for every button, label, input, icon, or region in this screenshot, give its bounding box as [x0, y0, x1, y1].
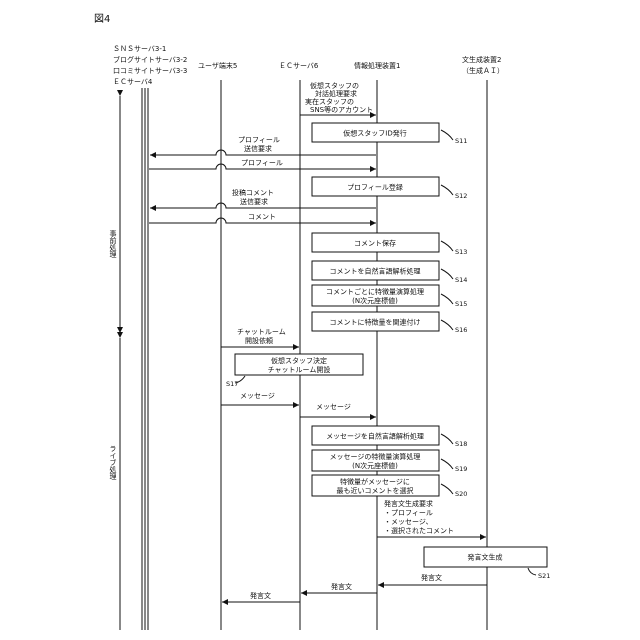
process-s21-text: 発言文生成: [468, 553, 503, 562]
msg-gen-req-4: ・選択されたコメント: [384, 526, 454, 535]
msg-chat-open-2: 開設依頼: [245, 336, 273, 345]
header-review-server: 口コミサイトサーバ3-3: [113, 67, 187, 75]
step-s19-leader: [441, 459, 453, 469]
figure-label: 図4: [94, 13, 110, 25]
msg-comment-req-1: 投稿コメント: [232, 188, 274, 197]
msg-message-user: メッセージ: [240, 392, 275, 400]
step-s12-leader: [441, 185, 453, 195]
process-s20-text-1: 特徴量がメッセージに: [340, 477, 410, 486]
process-s15-text-1: コメントごとに特徴量演算処理: [326, 287, 424, 296]
header-ec-server-4: ＥＣサーバ4: [113, 78, 153, 86]
process-s12-text: プロフィール登録: [347, 183, 403, 192]
step-s16-label: S16: [455, 326, 467, 334]
msg-utter-info: 発言文: [331, 582, 352, 591]
step-s16-leader: [441, 320, 453, 330]
process-s15-text-2: (N次元座標値): [352, 296, 398, 305]
process-s19-text-1: メッセージの特徴量演算処理: [330, 452, 421, 461]
msg-virtual-staff-req-4: SNS等のアカウント: [310, 105, 373, 114]
phase-pre-label: 事前処理: [109, 229, 117, 258]
msg-gen-req-3: ・メッセージ、: [384, 518, 433, 526]
msg-gen-req-2: ・プロフィール: [384, 509, 433, 517]
process-s18-text: メッセージを自然言語解析処理: [326, 432, 424, 441]
step-s13-leader: [441, 241, 453, 251]
header-sns-group: ＳＮＳサーバ3-1 ブログサイトサーバ3-2 口コミサイトサーバ3-3 ＥＣサー…: [113, 45, 187, 86]
step-s15-leader: [441, 294, 453, 304]
process-s17-text-1: 仮想スタッフ決定: [271, 356, 327, 365]
process-s14-text: コメントを自然言語解析処理: [330, 267, 421, 276]
header-gen-device: 文生成装置2: [462, 55, 501, 64]
step-s14-label: S14: [455, 276, 467, 284]
msg-profile-req-2: 送信要求: [244, 144, 272, 153]
step-s21-leader: [528, 568, 536, 575]
process-s20-text-2: 最も近いコメントを選択: [337, 486, 414, 495]
step-s18-leader: [441, 434, 453, 444]
header-ec-server-6: ＥＣサーバ6: [279, 62, 319, 70]
msg-message-ec: メッセージ: [316, 403, 351, 411]
msg-utter-gen: 発言文: [421, 573, 442, 582]
msg-virtual-staff-req-3: 実在スタッフの: [305, 97, 354, 106]
header-blog-server: ブログサイトサーバ3-2: [113, 55, 187, 64]
step-s11-label: S11: [455, 137, 467, 145]
step-s14-leader: [441, 269, 453, 279]
step-s15-label: S15: [455, 300, 467, 308]
step-s21-label: S21: [538, 572, 550, 580]
step-s20-label: S20: [455, 490, 467, 498]
step-s11-leader: [441, 130, 453, 140]
msg-virtual-staff-req-1: 仮想スタッフの: [310, 81, 359, 90]
header-sns-server: ＳＮＳサーバ3-1: [113, 45, 166, 53]
msg-gen-req-1: 発言文生成要求: [384, 499, 433, 508]
process-s16-text: コメントに特徴量を関連付け: [330, 318, 421, 327]
header-gen-ai: （生成ＡＩ）: [462, 66, 504, 75]
phase-live-label: ライブ処理: [109, 445, 117, 480]
step-s12-label: S12: [455, 192, 467, 200]
msg-comment-req-2: 送信要求: [240, 197, 268, 206]
step-s20-leader: [441, 484, 453, 494]
msg-utter-ec: 発言文: [250, 591, 271, 600]
step-s18-label: S18: [455, 440, 467, 448]
step-s17-label: S17: [226, 380, 238, 388]
header-info-device: 情報処理装置1: [354, 61, 400, 70]
process-s11-text: 仮想スタッフID発行: [343, 129, 406, 138]
process-s17-text-2: チャットルーム開設: [268, 365, 331, 374]
header-user-terminal: ユーザ端末5: [198, 61, 237, 70]
msg-comment: コメント: [248, 213, 276, 221]
msg-profile-req-1: プロフィール: [238, 136, 280, 144]
step-s19-label: S19: [455, 465, 467, 473]
step-s13-label: S13: [455, 248, 467, 256]
msg-chat-open-1: チャットルーム: [237, 328, 286, 336]
process-s19-text-2: (N次元座標値): [352, 461, 398, 470]
process-s13-text: コメント保存: [354, 239, 396, 248]
msg-profile: プロフィール: [241, 159, 283, 167]
msg-virtual-staff-req-2: 対話処理要求: [315, 89, 357, 98]
